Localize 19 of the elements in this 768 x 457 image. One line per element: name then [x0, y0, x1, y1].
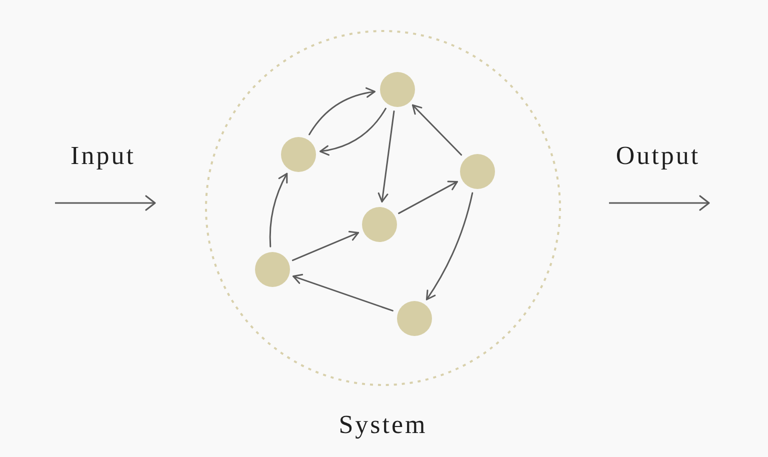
- node-circle: [460, 154, 494, 188]
- arrow: [292, 274, 394, 312]
- flow-label: Input: [70, 141, 136, 171]
- arrow: [308, 88, 376, 136]
- system-boundary: [205, 30, 561, 442]
- node-circle: [396, 300, 432, 336]
- region-caption: System: [338, 410, 428, 440]
- arrow: [269, 172, 288, 248]
- flow-label: Output: [616, 141, 700, 171]
- node-circle: [254, 252, 290, 286]
- node-circle: [362, 206, 396, 242]
- node-circle: [380, 72, 414, 106]
- arrow: [378, 110, 395, 202]
- arrow: [412, 104, 462, 156]
- arrow: [320, 108, 386, 156]
- node-circle: [280, 136, 316, 172]
- arrow: [398, 180, 458, 214]
- arrow: [292, 230, 360, 262]
- arrow: [426, 192, 474, 300]
